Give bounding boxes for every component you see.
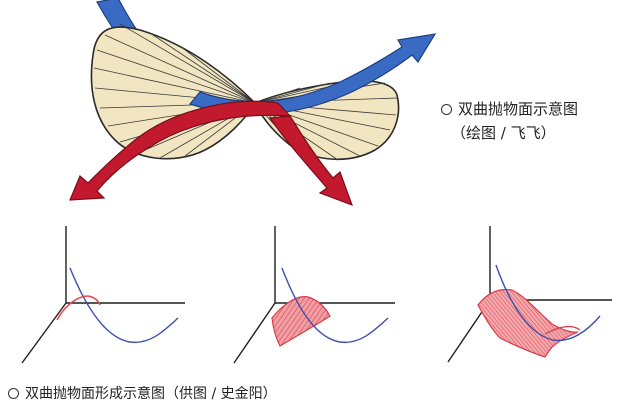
blue-parabola-1 — [69, 267, 179, 344]
blue-parabola-3 — [495, 264, 601, 342]
bottom-caption: 双曲抛物面形成示意图（供图 / 史金阳） — [8, 384, 277, 404]
red-arrow-right — [268, 115, 354, 207]
top-caption-title-text: 双曲抛物面示意图 — [458, 100, 579, 118]
formation-panel-2 — [233, 226, 395, 364]
formation-panel-1 — [21, 226, 185, 364]
formation-panel-3 — [447, 226, 612, 363]
red-arrow-main — [69, 100, 292, 201]
circle-bullet-icon — [8, 388, 19, 399]
top-caption-credit: （绘图 / 飞飞） — [451, 124, 556, 142]
bottom-caption-text: 双曲抛物面形成示意图（供图 / 史金阳） — [25, 386, 277, 402]
red-sheet-2 — [271, 296, 331, 347]
blue-parabola-2 — [281, 267, 389, 344]
saddle-illustration — [69, 0, 437, 207]
axes-1 — [21, 226, 185, 364]
circle-bullet-icon — [441, 104, 452, 115]
saddle-left-lobe — [90, 26, 257, 160]
axes-2 — [233, 226, 395, 364]
top-caption-title: 双曲抛物面示意图 — [441, 99, 578, 119]
red-curve-1 — [56, 295, 101, 321]
red-edge-curve-3 — [544, 325, 581, 335]
